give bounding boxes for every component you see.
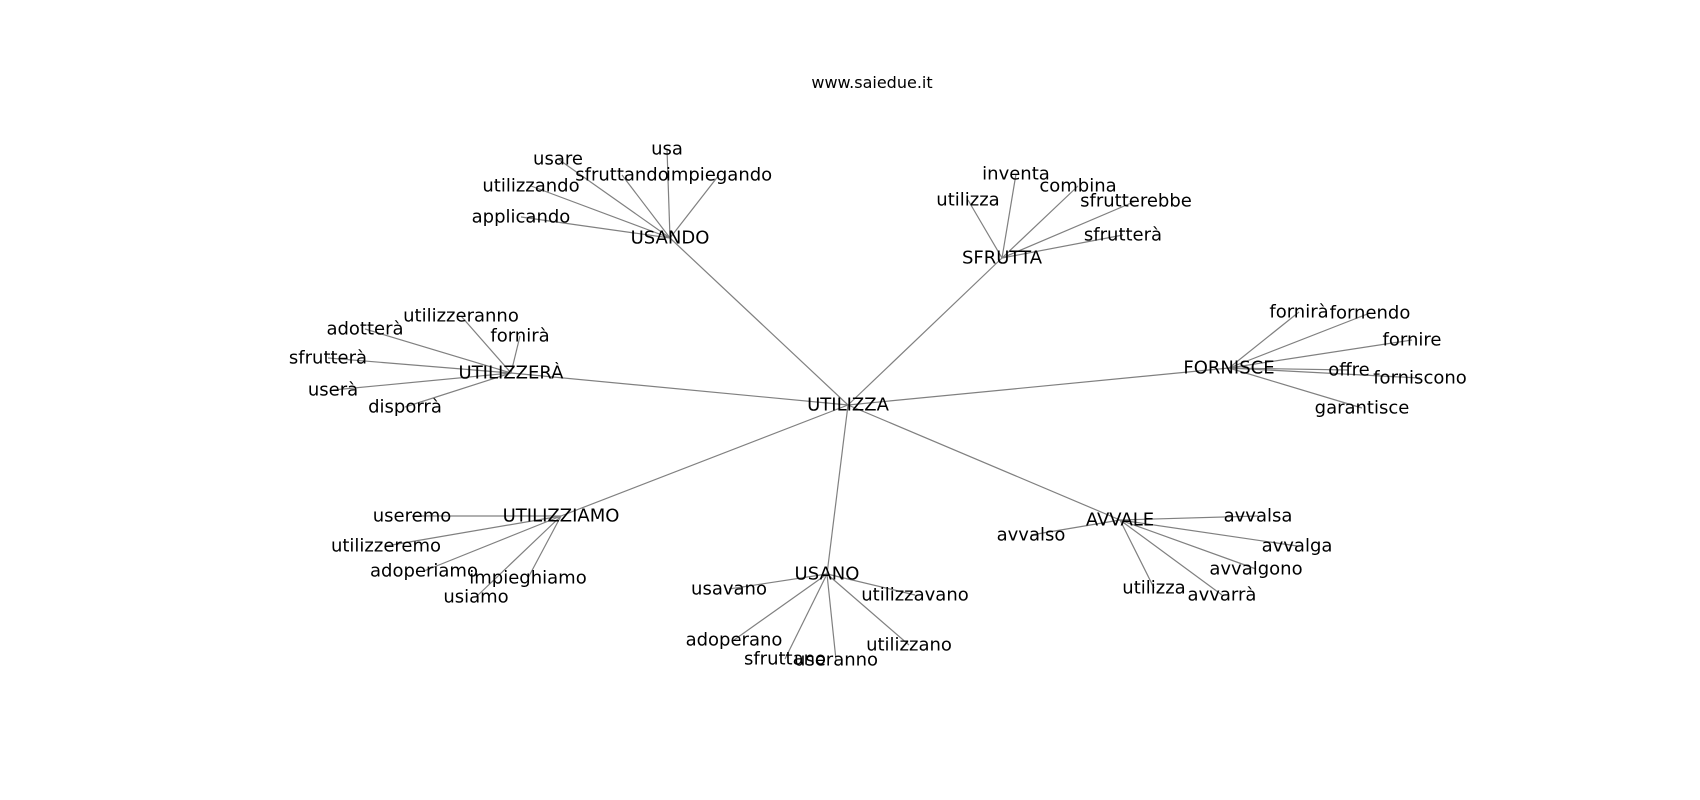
edge-hub-leaf [967,199,1003,259]
edge-hub-leaf [364,328,512,374]
hub-node-label: USANDO [631,228,710,249]
leaf-node-label: usavano [691,579,767,600]
edge-hub-leaf [728,573,828,590]
edges-layer [327,148,1421,661]
leaf-node-label: adoperiamo [370,561,478,582]
leaf-node-label: utilizzando [482,176,579,197]
edge-hub-leaf [621,174,671,239]
leaf-node-label: usa [651,139,683,160]
leaf-node-label: utilizza [1122,578,1185,599]
edge-hub-leaf [423,515,562,572]
edge-hub-leaf [784,573,828,660]
leaf-node-label: adoperano [686,630,783,651]
edge-hub-leaf [733,573,828,641]
center-node-label: UTILIZZA [807,395,889,416]
edge-hub-leaf [385,515,562,547]
leaf-node-label: impiegando [666,165,772,186]
edge-center-hub [847,404,1121,521]
edge-hub-leaf [1119,519,1257,570]
hub-node-label: AVVALE [1086,510,1154,531]
edge-hub-leaf [530,185,671,239]
hub-node-label: USANO [795,564,860,585]
hub-node-label: SFRUTTA [962,248,1043,269]
leaf-node-label: fornire [1383,330,1442,351]
edge-hub-leaf [460,315,512,374]
leaf-node-label: fornendo [1330,303,1411,324]
leaf-node-label: sfrutterà [289,348,367,369]
leaf-node-label: avvalsa [1224,506,1293,527]
leaf-node-label: fornirà [490,326,549,347]
leaf-node-label: inventa [982,164,1050,185]
leaf-node-label: sfrutterebbe [1080,191,1192,212]
leaf-node-label: utilizzavano [861,585,969,606]
leaf-node-label: forniscono [1373,368,1467,389]
edge-hub-leaf [826,573,910,646]
edge-hub-leaf [527,515,562,579]
nodes-layer: UTILIZZA USANDO usa usaresfruttandoimpiegan… [289,139,1467,671]
hub-node-label: FORNISCE [1183,358,1274,379]
leaf-node-label: useremo [373,506,452,527]
leaf-node-label: usare [533,149,583,170]
leaf-node-label: avvalga [1262,536,1333,557]
leaf-node-label: useranno [794,650,878,671]
edge-hub-leaf [1030,519,1121,536]
leaf-node-label: usiamo [443,587,508,608]
edge-hub-leaf [1001,173,1017,259]
edge-hub-leaf [666,148,671,239]
edge-hub-leaf [475,515,562,598]
site-label: www.saiedue.it [811,73,932,92]
edge-hub-leaf [1228,367,1350,371]
edge-hub-leaf [1119,519,1298,547]
edge-hub-leaf [1228,339,1413,369]
leaf-node-label: adotterà [326,319,403,340]
edge-hub-leaf [826,573,837,661]
edge-hub-leaf [327,357,512,374]
leaf-node-label: combina [1039,176,1116,197]
edge-hub-leaf [826,573,916,596]
edge-hub-leaf [520,216,671,239]
edge-hub-leaf [1119,515,1259,521]
leaf-node-label: offre [1328,360,1370,381]
edge-hub-leaf [332,372,512,391]
leaf-node-label: sfruttando [575,165,669,186]
edge-center-hub [510,372,849,406]
leaf-node-label: utilizzeranno [403,306,519,327]
edge-hub-leaf [404,372,512,408]
leaf-node-label: avvalgono [1209,559,1302,580]
edge-hub-leaf [669,174,720,239]
leaf-node-label: garantisce [1315,398,1410,419]
leaf-node-label: avvarrà [1188,585,1257,606]
leaf-node-label: sfrutterà [1084,225,1162,246]
leaf-node-label: sfruttano [744,649,826,670]
edge-center-hub [669,237,849,406]
leaf-node-label: fornirà [1269,302,1328,323]
edge-hub-leaf [1228,367,1363,409]
edge-center-hub [826,404,849,575]
leaf-node-label: applicando [472,207,571,228]
leaf-node-label: utilizza [936,190,999,211]
edge-hub-leaf [1119,519,1223,596]
hub-node-label: UTILIZZIAMO [503,506,620,527]
edge-center-hub [847,257,1003,406]
edge-center-hub [560,404,849,517]
edge-hub-leaf [1001,234,1124,259]
edge-hub-leaf [1119,519,1155,589]
edge-hub-leaf [510,335,521,374]
hub-node-label: UTILIZZERÀ [459,362,565,384]
leaf-node-label: utilizzeremo [331,536,441,557]
leaf-node-label: impieghiamo [469,568,586,589]
edge-hub-leaf [1228,311,1300,369]
edge-center-hub [847,367,1230,406]
leaf-node-label: avvalso [997,525,1066,546]
edge-hub-leaf [1001,200,1137,259]
edge-hub-leaf [1228,367,1421,379]
edge-hub-leaf [1228,312,1371,369]
leaf-node-label: utilizzano [866,635,952,656]
edge-hub-leaf [557,158,671,239]
edge-hub-leaf [1001,185,1079,259]
leaf-node-label: disporrà [368,397,442,418]
leaf-node-label: userà [308,380,358,401]
